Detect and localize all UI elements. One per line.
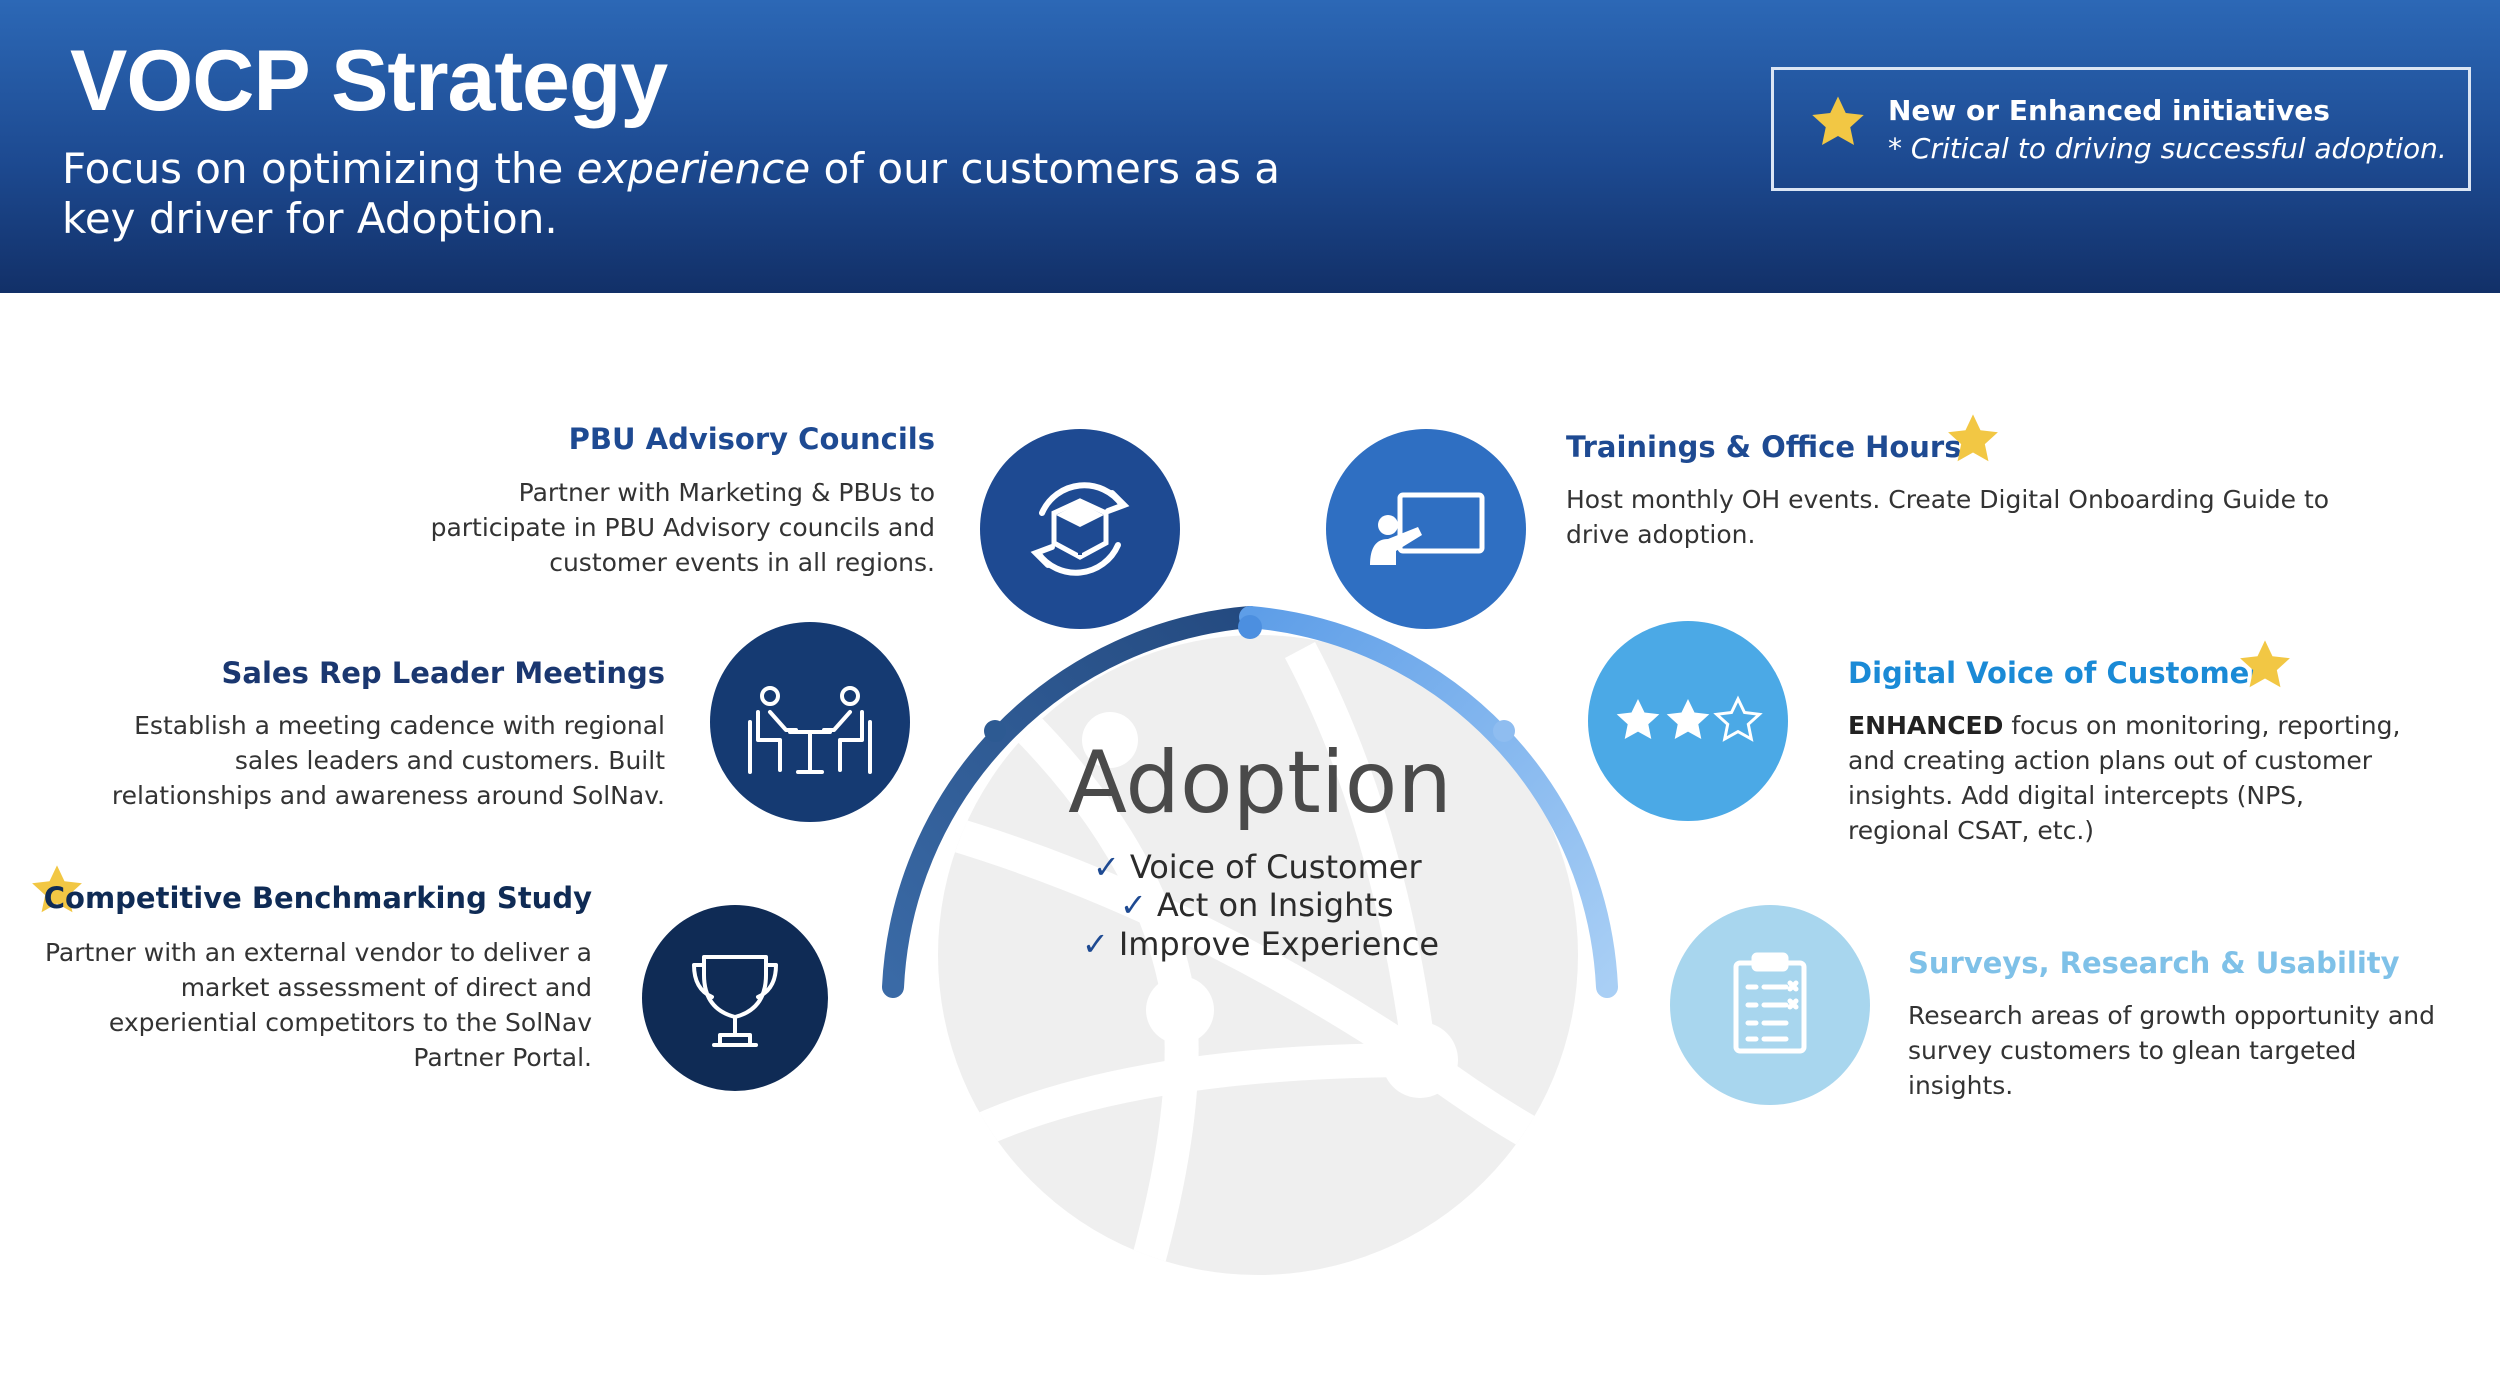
adoption-title: Adoption — [1068, 733, 1452, 833]
sales-circle — [710, 622, 910, 822]
check-item: ✓Improve Experience — [1082, 925, 1440, 963]
globe-icon — [938, 635, 1578, 1275]
pbu-title: PBU Advisory Councils — [568, 422, 935, 456]
bench-title: Competitive Benchmarking Study — [43, 881, 592, 915]
star-icon — [1812, 96, 1864, 145]
pbu-desc: Partner with Marketing & PBUs to partici… — [430, 478, 935, 577]
presentation-icon — [1370, 492, 1485, 565]
header-banner: VOCP Strategy Focus on optimizing the ex… — [0, 0, 2500, 293]
check-item: ✓Voice of Customer — [1093, 848, 1422, 886]
surveys-desc: Research areas of growth opportunity and… — [1908, 1001, 2435, 1100]
surveys-circle — [1670, 905, 1870, 1105]
sales-desc: Establish a meeting cadence with regiona… — [111, 711, 665, 810]
clipboard-icon — [1733, 952, 1807, 1054]
legend-box: New or Enhanced initiatives * Critical t… — [1771, 67, 2471, 191]
box-refresh-icon — [1030, 482, 1130, 576]
trophy-icon — [692, 955, 778, 1047]
dvoc-desc-emphasis: ENHANCED — [1848, 711, 2004, 740]
train-title: Trainings & Office Hours — [1566, 430, 1962, 464]
check-icon: ✓ — [1093, 848, 1120, 886]
subtitle-part: Focus on optimizing the — [62, 144, 577, 193]
legend-label: New or Enhanced initiatives — [1888, 94, 2330, 127]
check-icon: ✓ — [1120, 886, 1147, 924]
dvoc-desc: ENHANCED focus on monitoring, reporting,… — [1848, 708, 2408, 848]
check-icon: ✓ — [1082, 925, 1109, 963]
train-desc: Host monthly OH events. Create Digital O… — [1566, 485, 2330, 549]
page-title: VOCP Strategy — [70, 33, 668, 129]
dvoc-desc-text: focus on monitoring, reporting, and crea… — [1848, 711, 2401, 845]
sales-title: Sales Rep Leader Meetings — [221, 656, 665, 690]
star-icon — [2240, 640, 2290, 688]
page-subtitle: Focus on optimizing the experience of ou… — [62, 144, 1282, 244]
surveys-title: Surveys, Research & Usability — [1908, 946, 2400, 980]
dvoc-circle — [1588, 621, 1788, 821]
pbu-circle — [980, 429, 1180, 629]
dvoc-title: Digital Voice of Customer — [1848, 656, 2264, 690]
check-item: ✓Act on Insights — [1120, 886, 1394, 924]
subtitle-part: of our customers as a key driver for Ado… — [62, 144, 1281, 243]
subtitle-emphasis: experience — [576, 144, 811, 193]
meeting-icon — [748, 686, 872, 774]
star-rating-icon — [1616, 695, 1763, 742]
bench-circle — [642, 905, 828, 1091]
legend-note: * Critical to driving successful adoptio… — [1888, 132, 2447, 165]
star-icon — [1948, 414, 1998, 462]
train-circle — [1326, 429, 1526, 629]
bench-desc: Partner with an external vendor to deliv… — [44, 938, 592, 1072]
star-icon — [32, 865, 82, 913]
